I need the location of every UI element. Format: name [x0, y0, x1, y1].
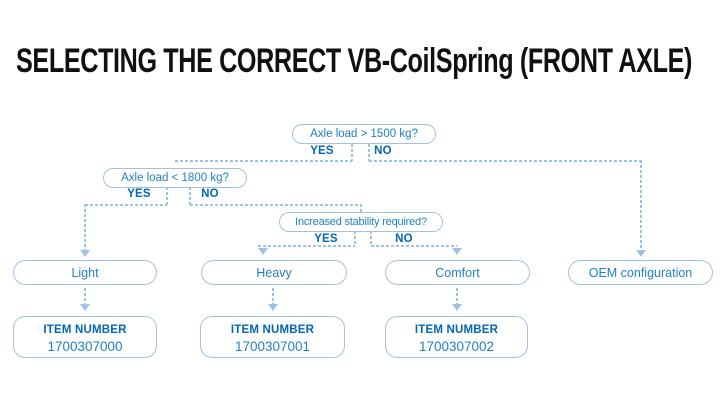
decision1-yes-label: YES [310, 145, 334, 157]
item-box-light: ITEM NUMBER 1700307000 [13, 316, 157, 358]
connector-d3-no-horizontal [371, 245, 457, 247]
connector-d3-yes-horizontal [258, 245, 355, 247]
connector-d2-no-vertical [360, 204, 362, 212]
item-number-label: ITEM NUMBER [414, 324, 499, 336]
page-title: SELECTING THE CORRECT VB-CoilSpring (FRO… [16, 42, 692, 80]
result-oem-configuration: OEM configuration [568, 260, 713, 285]
decision-axle-load-1500: Axle load > 1500 kg? [292, 124, 436, 144]
connector-d2-no-horizontal [190, 204, 361, 206]
arrowhead-item3-icon [452, 304, 462, 311]
result-comfort: Comfort [385, 260, 530, 285]
decision-axle-load-1800: Axle load < 1800 kg? [103, 168, 247, 188]
connector-heavy-item [272, 288, 274, 304]
arrowhead-item2-icon [268, 304, 278, 311]
connector-d2-tick-yes [166, 187, 168, 205]
result-heavy: Heavy [201, 260, 347, 285]
decision3-no-label: NO [395, 233, 413, 245]
decision-increased-stability: Increased stability required? [279, 212, 443, 232]
connector-d2-yes-horizontal [85, 204, 167, 206]
item-number-label: ITEM NUMBER [43, 324, 127, 336]
result-light: Light [13, 260, 157, 285]
item-number-value: 1700307002 [418, 339, 495, 354]
connector-d2-tick-no [189, 187, 191, 205]
decision2-yes-label: YES [127, 188, 151, 200]
arrowhead-comfort-icon [452, 248, 462, 255]
item-number-value: 1700307001 [234, 339, 311, 354]
connector-d1-no-horizontal [369, 160, 642, 162]
arrowhead-oem-icon [636, 250, 646, 257]
connector-d2-yes-vertical [84, 204, 86, 250]
connector-d3-tick-yes [354, 231, 356, 246]
connector-d1-no-vertical [640, 160, 642, 250]
connector-d3-tick-no [370, 231, 372, 246]
arrowhead-light-icon [80, 250, 90, 257]
arrowhead-item1-icon [80, 304, 90, 311]
connector-d1-tick-yes [351, 144, 353, 161]
decision3-yes-label: YES [314, 233, 338, 245]
item-box-heavy: ITEM NUMBER 1700307001 [200, 316, 345, 358]
item-number-label: ITEM NUMBER [230, 324, 315, 336]
connector-light-item [84, 288, 86, 304]
decision1-no-label: NO [374, 145, 392, 157]
connector-d1-yes-horizontal [175, 160, 352, 162]
item-number-value: 1700307000 [47, 339, 123, 354]
item-box-comfort: ITEM NUMBER 1700307002 [385, 316, 528, 358]
connector-comfort-item [456, 288, 458, 304]
connector-d1-tick-no [368, 144, 370, 161]
decision2-no-label: NO [201, 188, 219, 200]
arrowhead-heavy-icon [258, 248, 268, 255]
